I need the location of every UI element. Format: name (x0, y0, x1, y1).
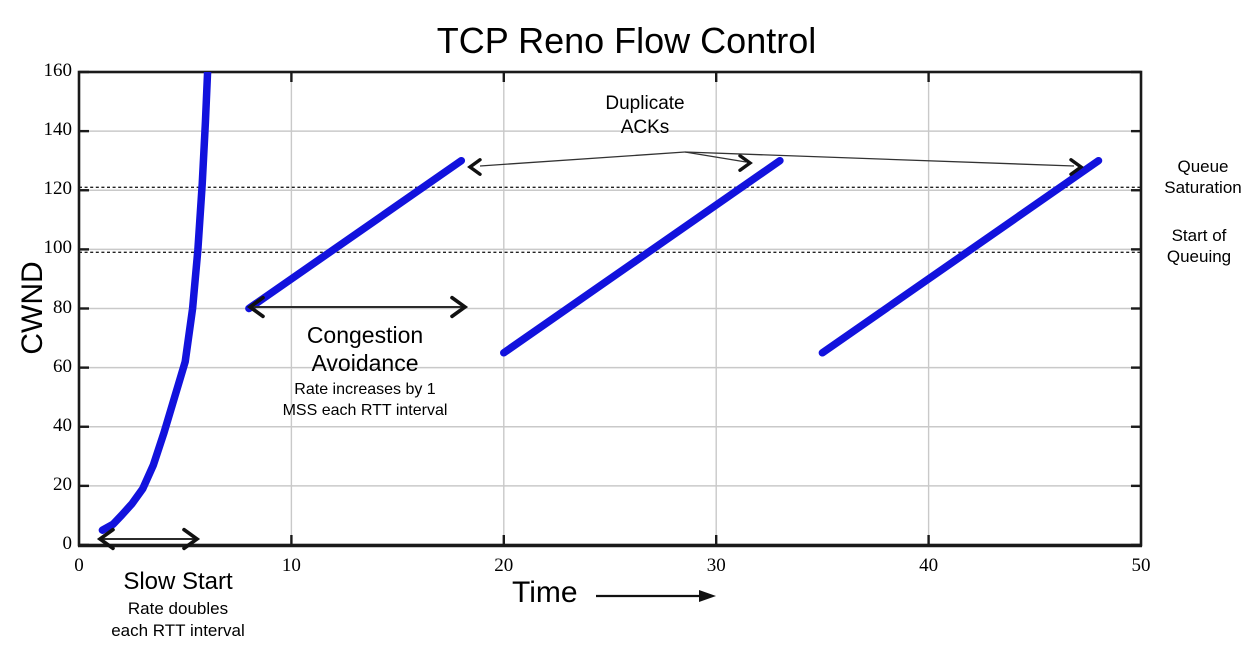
chart-title: TCP Reno Flow Control (436, 20, 817, 61)
congestion-avoidance-desc-line2: MSS each RTT interval (282, 402, 448, 419)
slow-start-annotation-title: Slow Start (123, 568, 233, 595)
congestion-avoidance-desc-line1: Rate increases by 1 (294, 381, 436, 398)
y-tick-label-100: 100 (43, 237, 73, 259)
y-tick-label-0: 0 (62, 533, 73, 554)
x-axis-label: Time (512, 576, 578, 609)
x-tick-label-30: 30 (706, 555, 726, 576)
slow-start-annotation-desc-line1: Rate doubles (127, 599, 229, 618)
x-tick-label-50: 50 (1131, 555, 1151, 576)
y-tick-label-160: 160 (43, 60, 73, 81)
congestion-avoidance-annotation-title: Congestion Avoidance (306, 322, 424, 376)
y-tick-label-140: 140 (43, 119, 73, 141)
y-tick-label-40: 40 (53, 414, 72, 436)
x-tick-label-0: 0 (74, 555, 84, 576)
start-of-queuing-annotation: Start of Queuing (1166, 226, 1232, 266)
slow-start-annotation-desc-line2: each RTT interval (111, 621, 245, 640)
x-tick-label-40: 40 (919, 555, 939, 576)
y-tick-label-80: 80 (53, 296, 72, 318)
x-tick-label-20: 20 (494, 555, 514, 576)
y-tick-label-20: 20 (53, 473, 72, 495)
duplicate-acks-annotation: Duplicate ACKs (605, 93, 685, 138)
x-tick-label-10: 10 (281, 555, 301, 576)
queue-saturation-annotation: Queue Saturation (1164, 157, 1242, 197)
y-tick-label-120: 120 (43, 178, 73, 200)
y-tick-label-60: 60 (53, 355, 72, 377)
